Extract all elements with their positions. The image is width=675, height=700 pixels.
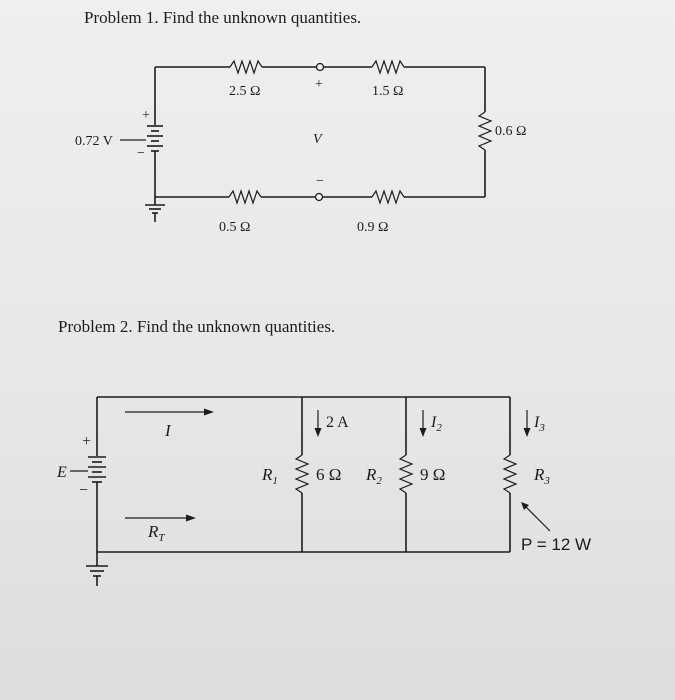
p1-battery-plus: + xyxy=(142,108,150,123)
p2-r1-name: R1 xyxy=(261,465,278,487)
p2-source-label: E xyxy=(56,464,67,481)
p2-battery-minus: − xyxy=(79,482,88,499)
p2-current-i3: I3 xyxy=(533,414,545,434)
p2-resistor-r2 xyxy=(398,454,414,494)
p1-label-2-5: 2.5 Ω xyxy=(229,84,260,99)
p1-resistor-0-6 xyxy=(477,111,493,151)
p1-label-0-5: 0.5 Ω xyxy=(219,220,250,235)
p2-r1-value: 6 Ω xyxy=(316,465,341,484)
p1-resistor-1-5 xyxy=(371,59,405,75)
p1-terminal-minus: − xyxy=(316,174,324,189)
p2-total-resistance: RT xyxy=(147,522,165,544)
p1-source-voltage: 0.72 V xyxy=(75,134,113,149)
p2-ground-icon xyxy=(86,565,108,586)
p2-current-arrow-i xyxy=(125,408,214,416)
p2-r2-value: 9 Ω xyxy=(420,465,445,484)
p1-terminal-top xyxy=(315,62,325,72)
p1-terminal-plus: + xyxy=(315,77,323,92)
problem2-circuit xyxy=(86,396,551,586)
p1-resistor-2-5 xyxy=(229,59,263,75)
p1-ground-icon xyxy=(145,204,165,222)
p2-battery-plus: + xyxy=(82,433,91,450)
p1-resistor-0-9 xyxy=(371,189,405,205)
problem1-title: Problem 1. Find the unknown quantities. xyxy=(84,8,362,27)
p2-current-total: I xyxy=(164,421,172,440)
p2-power-pointer xyxy=(521,502,551,532)
p2-power-label: P = 12 W xyxy=(521,535,591,554)
p2-r3-name: R3 xyxy=(533,465,550,487)
p2-current-r1: 2 A xyxy=(326,414,349,431)
p2-resistor-r3 xyxy=(502,454,518,494)
p1-label-0-9: 0.9 Ω xyxy=(357,220,388,235)
problem2-title: Problem 2. Find the unknown quantities. xyxy=(58,317,336,336)
p1-label-1-5: 1.5 Ω xyxy=(372,84,403,99)
p2-current-arrow-i3 xyxy=(523,410,531,437)
p2-current-arrow-i2 xyxy=(419,410,427,437)
p1-voltage-label: V xyxy=(313,132,323,147)
p2-battery-icon xyxy=(88,456,106,483)
p2-current-arrow-2a xyxy=(314,410,322,437)
p1-resistor-0-5 xyxy=(228,189,262,205)
p1-terminal-bottom xyxy=(314,192,324,202)
p2-current-arrow-rt xyxy=(125,514,196,522)
p2-resistor-r1 xyxy=(294,454,310,494)
p1-battery-minus: − xyxy=(137,146,145,161)
p2-current-i2: I2 xyxy=(430,414,442,434)
p1-battery-icon xyxy=(147,125,163,152)
p2-r2-name: R2 xyxy=(365,465,382,487)
p1-label-0-6: 0.6 Ω xyxy=(495,124,526,139)
